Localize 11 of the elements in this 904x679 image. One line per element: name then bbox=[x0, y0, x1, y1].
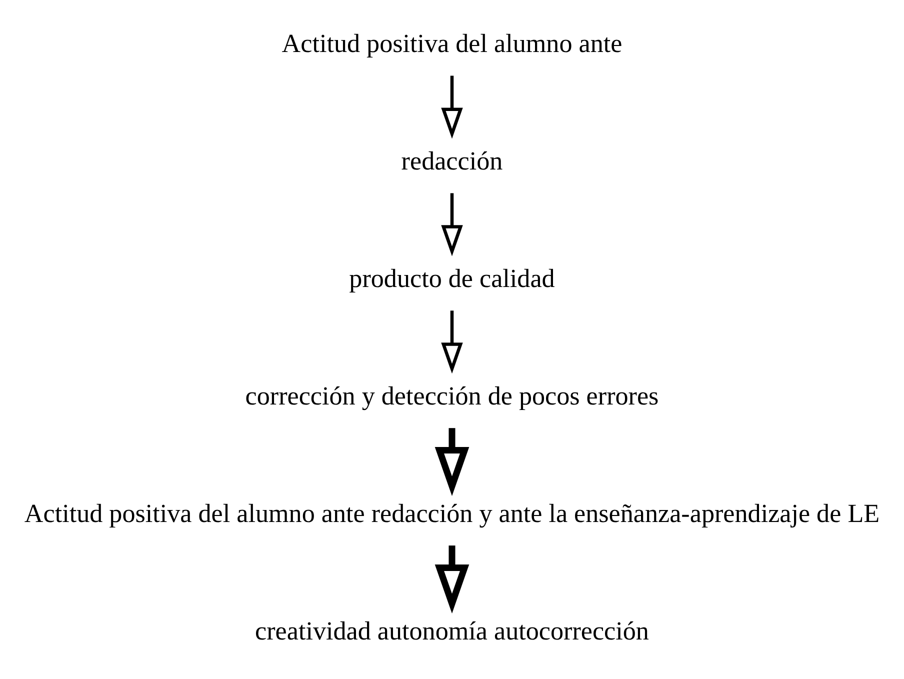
node-text: Actitud positiva del alumno ante bbox=[282, 29, 622, 58]
arrow bbox=[434, 428, 470, 496]
node-text: redacción bbox=[401, 146, 503, 176]
arrow bbox=[441, 76, 463, 139]
node-text: creatividad autonomía autocorrección bbox=[255, 616, 649, 646]
node-text: corrección y detección de pocos errores bbox=[245, 381, 659, 410]
node-text: producto de calidad bbox=[349, 264, 555, 293]
arrow bbox=[441, 310, 463, 374]
node-text: Actitud positiva del alumno ante redacción y ante la enseñanza-aprendizaje de LE bbox=[24, 498, 880, 528]
arrow bbox=[434, 546, 470, 614]
arrow bbox=[441, 193, 463, 256]
